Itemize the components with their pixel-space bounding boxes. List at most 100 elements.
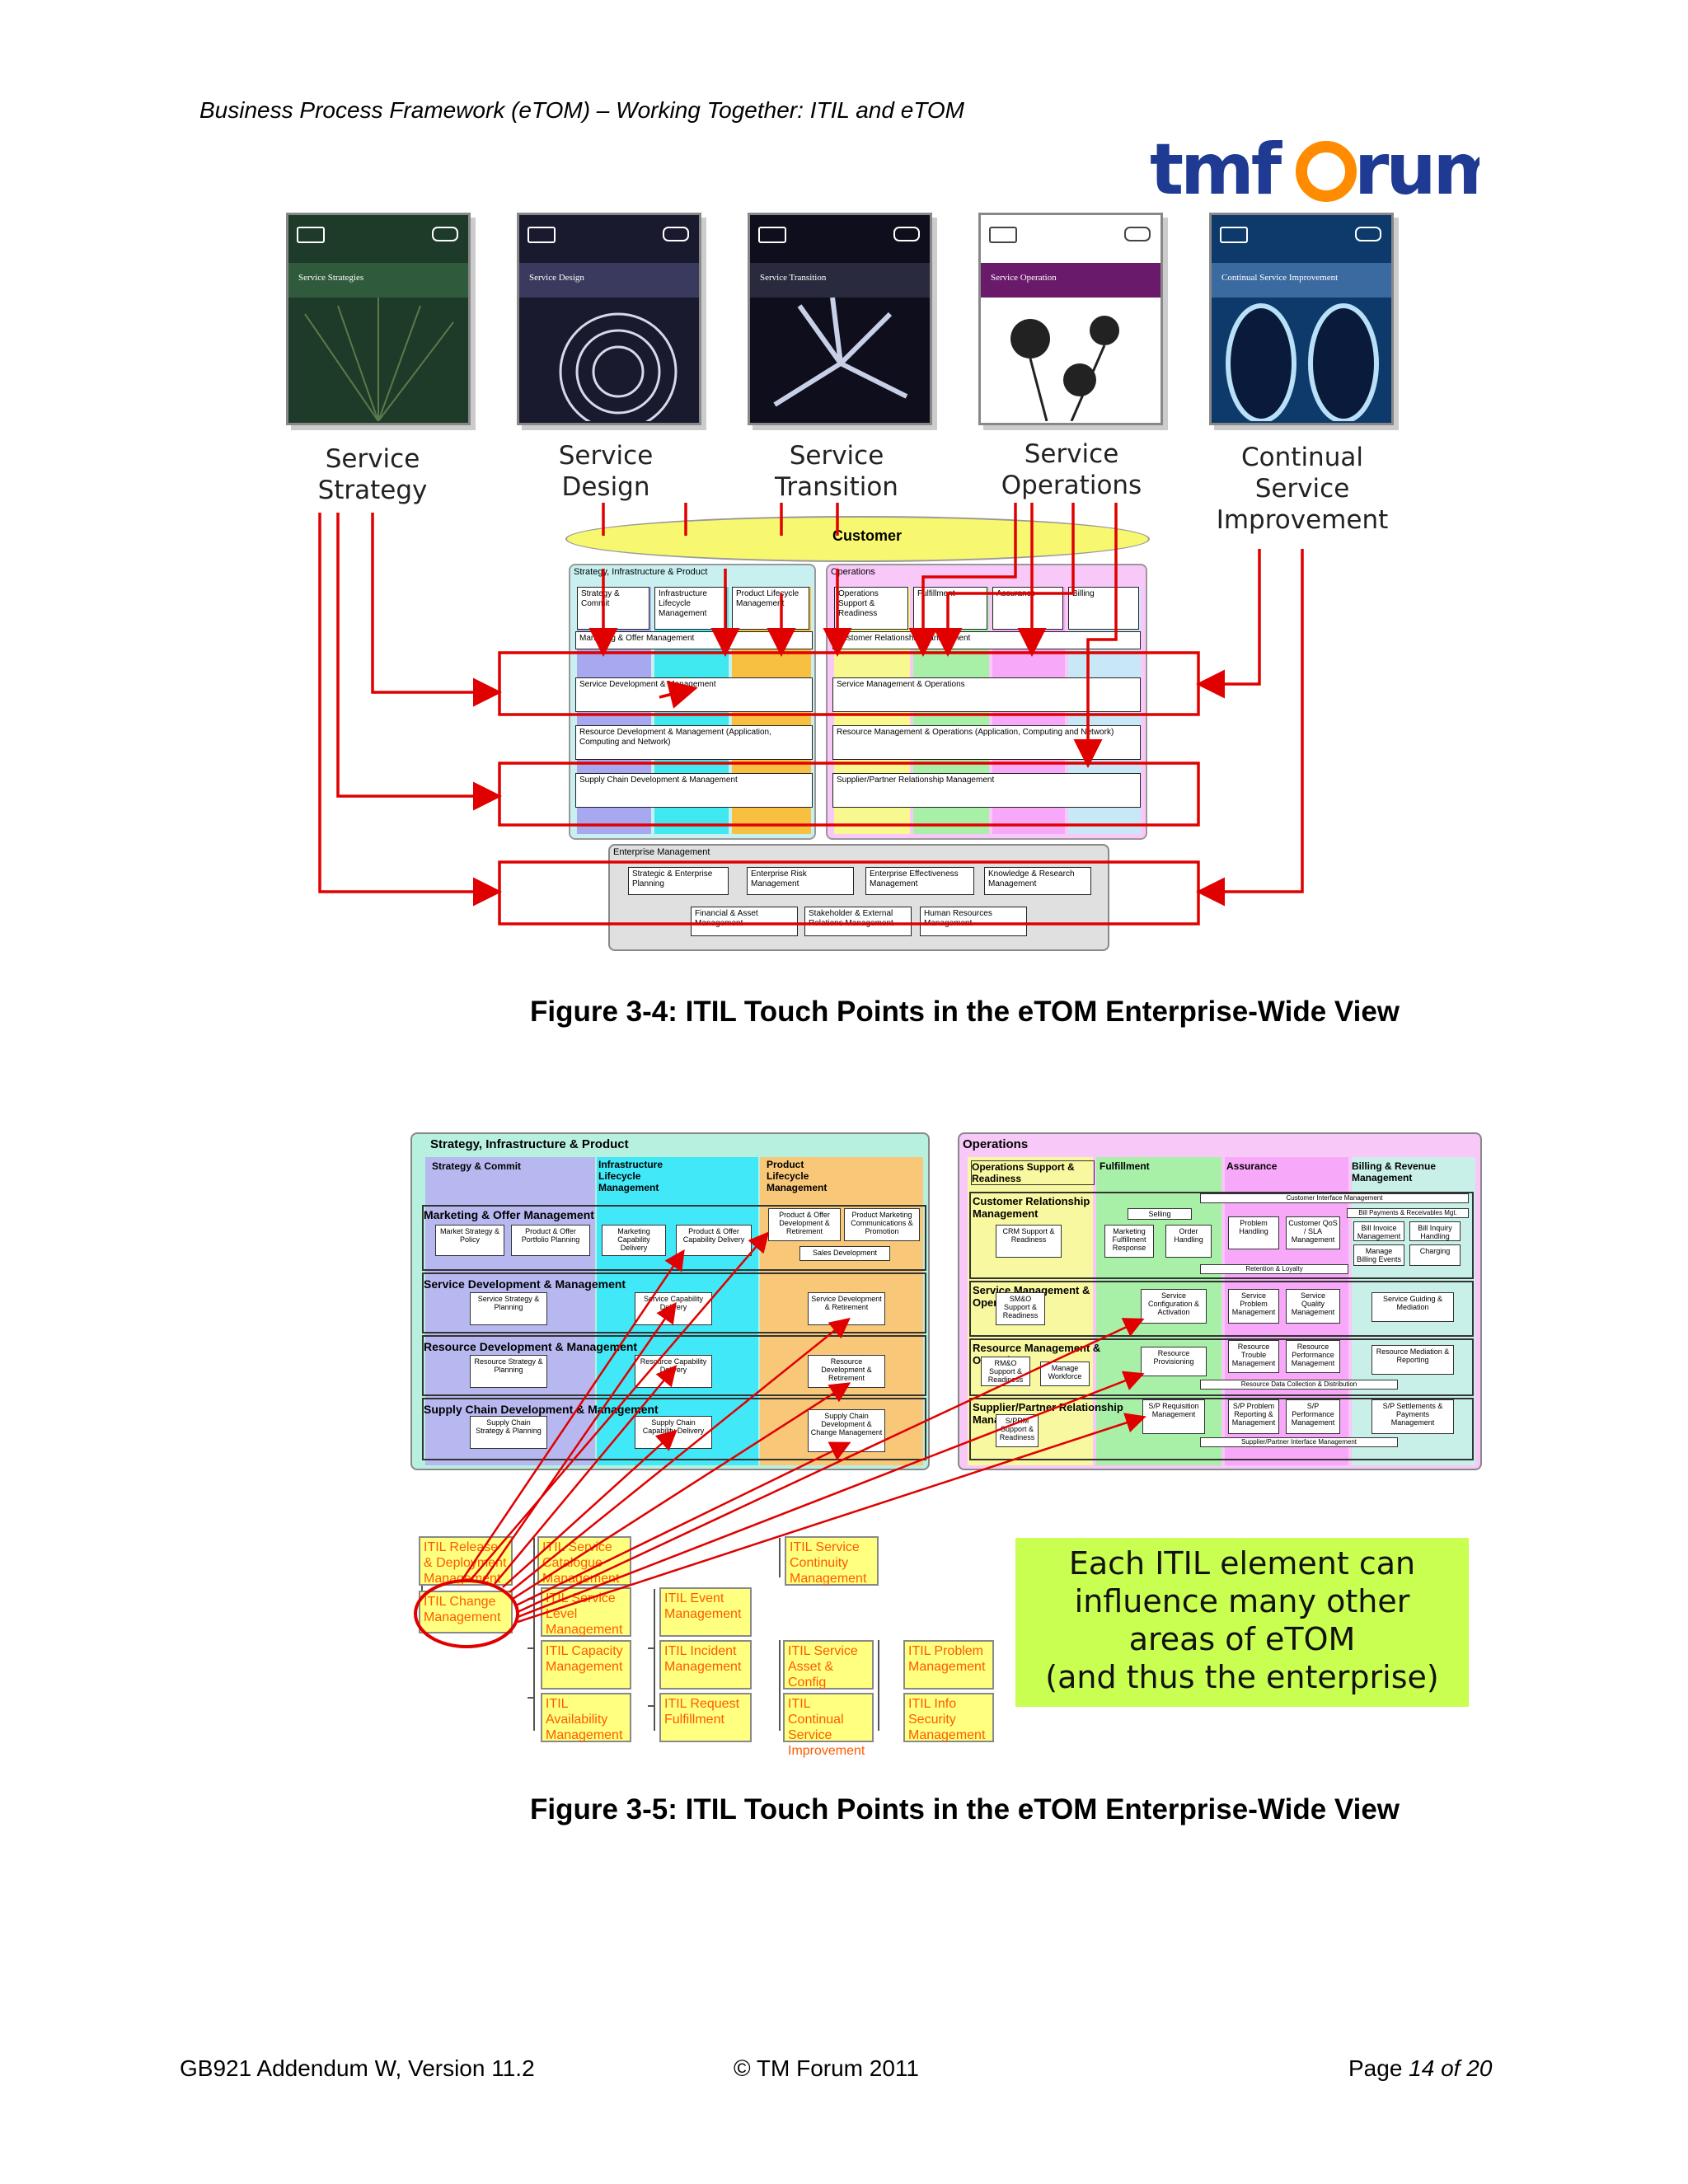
box-sp-problem: S/P Problem Reporting & Management [1228, 1399, 1279, 1434]
itil-change-management: ITIL Change Management [419, 1591, 513, 1633]
box-selling: Selling [1128, 1208, 1192, 1220]
itil-event: ITIL Event Management [659, 1587, 752, 1637]
box-service-quality: Service Quality Management [1286, 1289, 1340, 1324]
book-service-operations: Service Operation [978, 213, 1163, 425]
row-sprm: Supplier/Partner Relationship Management [832, 773, 1141, 808]
box-bill-inquiry: Bill Inquiry Handling [1409, 1221, 1461, 1241]
box-sales-dev: Sales Development [799, 1246, 890, 1261]
box-sp-performance: S/P Performance Management [1286, 1399, 1340, 1434]
box-resource-mediation: Resource Mediation & Reporting [1372, 1345, 1454, 1375]
figure-3-4-caption: Figure 3-4: ITIL Touch Points in the eTO… [530, 996, 1400, 1028]
box-service-config: Service Configuration & Activation [1141, 1289, 1207, 1324]
col-billing: Billing [1068, 587, 1139, 630]
itil-influence-callout: Each ITIL element can influence many oth… [1015, 1538, 1469, 1707]
svg-text:rum: rum [1354, 132, 1479, 210]
svg-text:tmf: tmf [1150, 132, 1283, 210]
itil-service-continuity: ITIL Service Continuity Management [785, 1536, 879, 1586]
book-service-transition: Service Transition [748, 213, 932, 425]
box-rmo-support: RM&O Support & Readiness [981, 1357, 1030, 1386]
box-product-marketing: Product Marketing Communications & Promo… [844, 1208, 920, 1241]
footer-copyright: © TM Forum 2011 [734, 2055, 919, 2081]
label-continual-service-improvement: Continual Service Improvement [1216, 443, 1389, 535]
customer-ellipse [565, 516, 1150, 562]
itil-availability: ITIL Availability Management [541, 1693, 631, 1742]
box-product-capability: Product & Offer Capability Delivery [676, 1225, 752, 1256]
box-bill-invoice: Bill Invoice Management [1353, 1221, 1404, 1241]
label-service-operations: Service Operations [1001, 439, 1142, 500]
box-service-problem: Service Problem Management [1228, 1289, 1279, 1324]
box-resource-provisioning: Resource Provisioning [1141, 1347, 1207, 1376]
box-charging: Charging [1409, 1244, 1461, 1266]
col2-fulfillment: Fulfillment [1100, 1160, 1150, 1172]
box-sp-settlements: S/P Settlements & Payments Management [1372, 1399, 1454, 1434]
itil-request-fulfillment: ITIL Request Fulfillment [659, 1693, 752, 1742]
ops-title-2: Operations [963, 1137, 1029, 1151]
row-supply-chain: Supply Chain Development & Management [575, 773, 813, 808]
col-ops-support: Operations Support & Readiness [834, 587, 908, 630]
col-strategy-commit: Strategy & Commit [577, 587, 649, 630]
box-resource-strategy: Resource Strategy & Planning [470, 1355, 547, 1388]
itil-info-security: ITIL Info Security Management [903, 1693, 994, 1742]
em-effectiveness: Enterprise Effectiveness Management [865, 867, 974, 895]
box-problem-handling: Problem Handling [1228, 1216, 1279, 1249]
sip-title-2: Strategy, Infrastructure & Product [430, 1137, 629, 1151]
itil-capacity: ITIL Capacity Management [541, 1640, 631, 1690]
box-bill-payments: Bill Payments & Receivables Mgt. [1347, 1208, 1469, 1218]
em-strategic: Strategic & Enterprise Planning [628, 867, 729, 895]
itil-continual-service: ITIL Continual Service Improvement [783, 1693, 874, 1758]
box-product-dev: Product & Offer Development & Retirement [768, 1208, 841, 1241]
ops-title: Operations [831, 567, 875, 577]
touch-point-arrows [318, 503, 1304, 926]
box-marketing-capability: Marketing Capability Delivery [602, 1225, 666, 1256]
col-product-lifecycle: Product Lifecycle Management [732, 587, 809, 630]
book-service-design: Service Design [517, 213, 701, 425]
col2-assurance: Assurance [1226, 1160, 1278, 1172]
customer-label: Customer [832, 527, 903, 544]
label-service-design: Service Design [558, 441, 654, 502]
tmforum-logo: tmf rum [1150, 132, 1479, 210]
figure-3-5-caption: Figure 3-5: ITIL Touch Points in the eTO… [530, 1793, 1400, 1825]
label-service-strategy: Service Strategy [317, 444, 428, 505]
em-title: Enterprise Management [613, 847, 710, 857]
box-manage-billing: Manage Billing Events [1353, 1244, 1404, 1266]
box-market-strategy: Market Strategy & Policy [435, 1225, 504, 1256]
col2-strategy-commit: Strategy & Commit [432, 1160, 522, 1172]
row2-crm: Customer Relationship Management [973, 1195, 1090, 1220]
col2-billing: Billing & Revenue Management [1352, 1160, 1437, 1183]
box-sp-interface: Supplier/Partner Interface Management [1200, 1437, 1398, 1447]
row2-resource-dev: Resource Development & Management [424, 1340, 638, 1353]
box-retention: Retention & Loyalty [1200, 1264, 1348, 1274]
book-continual-service-improvement: Continual Service Improvement [1209, 213, 1394, 425]
em-risk: Enterprise Risk Management [747, 867, 854, 895]
box-service-strategy: Service Strategy & Planning [470, 1292, 547, 1325]
col2-ops-support: Operations Support & Readiness [971, 1160, 1095, 1185]
row-resource-dev: Resource Development & Management (Appli… [575, 725, 813, 760]
box-order-handling: Order Handling [1165, 1225, 1212, 1258]
box-customer-qos: Customer QoS / SLA Management [1286, 1216, 1340, 1249]
footer-page-number: Page 14 of 20 [1348, 2055, 1493, 2081]
box-sp-requisition: S/P Requisition Management [1142, 1399, 1205, 1434]
label-service-transition: Service Transition [775, 441, 898, 502]
box-smo-support: SM&O Support & Readiness [996, 1292, 1045, 1325]
box-customer-interface: Customer Interface Management [1200, 1193, 1469, 1203]
row2-service-dev: Service Development & Management [424, 1277, 626, 1291]
box-product-portfolio: Product & Offer Portfolio Planning [511, 1225, 590, 1256]
box-manage-workforce: Manage Workforce [1040, 1361, 1090, 1386]
col2-infra-lifecycle: Infrastructure Lifecycle Management [598, 1159, 663, 1193]
em-knowledge: Knowledge & Research Management [984, 867, 1091, 895]
page-header: Business Process Framework (eTOM) – Work… [199, 97, 964, 123]
itil-problem: ITIL Problem Management [903, 1640, 994, 1690]
book-service-strategy: Service Strategies [286, 213, 471, 425]
box-crm-support: CRM Support & Readiness [996, 1225, 1062, 1258]
box-resource-data: Resource Data Collection & Distribution [1200, 1380, 1398, 1390]
itil-incident: ITIL Incident Management [659, 1640, 752, 1690]
box-supply-strategy: Supply Chain Strategy & Planning [470, 1416, 547, 1449]
itil-service-catalogue: ITIL Service Catalogue Management [537, 1536, 631, 1586]
box-marketing-fulfillment: Marketing Fulfillment Response [1104, 1225, 1154, 1258]
box-resource-performance: Resource Performance Management [1286, 1340, 1340, 1373]
sip-title: Strategy, Infrastructure & Product [574, 567, 708, 577]
footer-document-id: GB921 Addendum W, Version 11.2 [180, 2055, 535, 2081]
change-management-influence-arrows [414, 1231, 1146, 1648]
box-sprm-support: S/PRM Support & Readiness [996, 1414, 1039, 1447]
box-resource-trouble: Resource Trouble Management [1228, 1340, 1279, 1373]
